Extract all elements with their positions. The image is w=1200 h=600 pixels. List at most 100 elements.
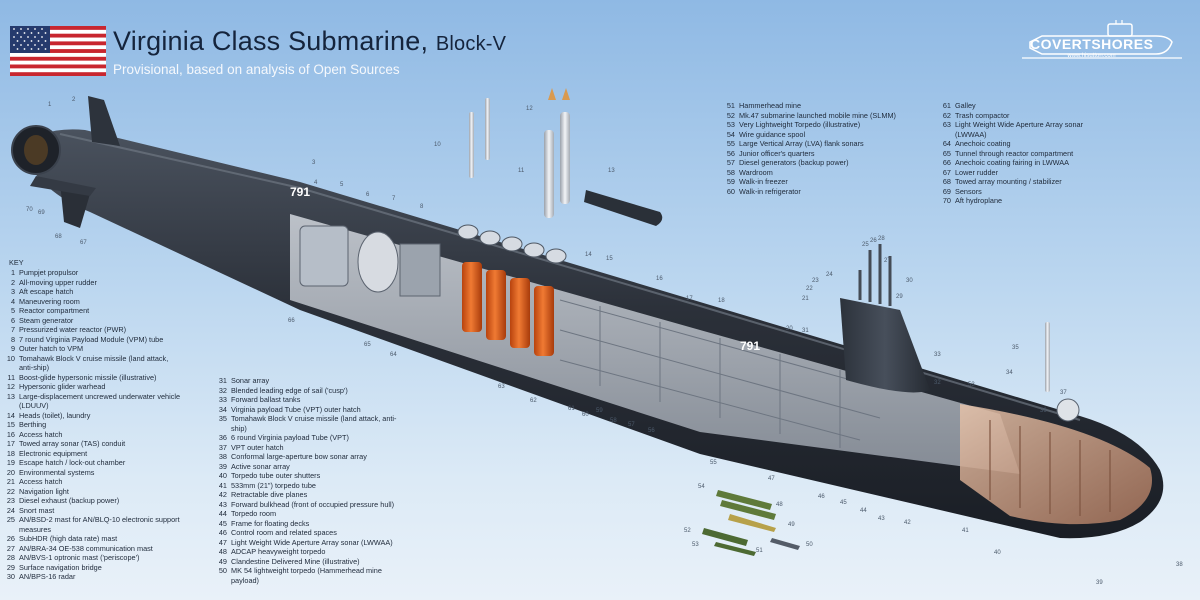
key-item-number: 44 (218, 509, 227, 518)
title-block: Virginia Class Submarine, Block-V (113, 26, 506, 57)
key-item-label: AN/BRA-34 OE-538 communication mast (19, 543, 153, 553)
key-item-label: Maneuvering room (19, 296, 80, 306)
callout-13: 13 (608, 168, 615, 174)
key-item-number: 56 (726, 148, 735, 158)
key-item-label: Tomahawk Block V cruise missile (land at… (19, 353, 169, 373)
callout-17: 17 (686, 296, 693, 302)
key-item: 27 AN/BRA-34 OE-538 communication mast (2, 544, 182, 554)
callout-14: 14 (585, 252, 592, 258)
key-item-number: 20 (6, 467, 15, 477)
key-item-number: 10 (6, 353, 15, 363)
key-item-number: 9 (10, 344, 15, 353)
key-item-label: SubHDR (high data rate) mast (19, 534, 118, 543)
key-item-number: 30 (6, 572, 15, 581)
key-item-label: Aft escape hatch (19, 287, 74, 296)
callout-55: 55 (710, 460, 717, 466)
key-item-label: Light Weight Wide Aperture Array sonar (… (231, 537, 393, 547)
callout-41: 41 (962, 528, 969, 534)
callout-1: 1 (48, 102, 52, 108)
key-item-number: 53 (726, 120, 735, 129)
key-item-label: Large-displacement uncrewed underwater v… (19, 391, 181, 411)
key-item-number: 7 (10, 325, 15, 334)
key-item-number: 54 (726, 129, 735, 139)
key-item-number: 59 (726, 177, 735, 186)
key-item-label: Electronic equipment (19, 448, 88, 458)
us-flag-icon (10, 26, 106, 76)
key-item-label: Tomahawk Block V cruise missile (land at… (231, 414, 397, 433)
callout-16: 16 (656, 276, 663, 282)
key-item-label: ADCAP heavyweight torpedo (231, 547, 326, 556)
key-item-label: AN/BSD-2 mast for AN/BLQ-10 electronic s… (19, 515, 180, 534)
key-item-number: 55 (726, 139, 735, 148)
key-item-label: Lower rudder (955, 167, 998, 177)
callout-68: 68 (55, 234, 62, 240)
key-item: 41 533mm (21") torpedo tube (214, 481, 404, 491)
callout-25: 25 (862, 242, 869, 248)
key-item-number: 58 (726, 167, 735, 177)
callout-4: 4 (314, 180, 318, 186)
callout-6: 6 (366, 192, 370, 198)
callout-23: 23 (812, 278, 819, 284)
key-item-number: 34 (218, 404, 227, 414)
callout-48: 48 (776, 502, 783, 508)
key-item-label: VPT outer hatch (231, 442, 284, 452)
key-item-number: 25 (6, 515, 15, 524)
callout-58: 58 (610, 418, 617, 424)
key-item-number: 6 (10, 315, 15, 325)
key-item-number: 14 (6, 410, 15, 420)
key-item-number: 49 (218, 556, 227, 566)
key-item-number: 46 (218, 528, 227, 537)
key-item-label: Surface navigation bridge (19, 562, 102, 572)
key-heading: KEY (9, 258, 24, 267)
callout-70: 70 (26, 207, 33, 213)
key-item-label: Blended leading edge of sail ('cusp') (231, 385, 348, 395)
key-item-number: 41 (218, 480, 227, 490)
callout-43: 43 (878, 516, 885, 522)
key-item-number: 2 (10, 277, 15, 287)
key-item-number: 31 (218, 376, 227, 385)
key-item-number: 27 (6, 543, 15, 553)
callout-15: 15 (606, 256, 613, 262)
key-item-label: 7 round Virginia Payload Module (VPM) tu… (19, 334, 164, 344)
callout-53b: 53 (968, 382, 975, 388)
key-item-label: Boost-glide hypersonic missile (illustra… (19, 372, 157, 382)
key-item-number: 65 (942, 148, 951, 158)
key-item-number: 51 (726, 101, 735, 110)
key-item-label: Diesel exhaust (backup power) (19, 496, 120, 505)
vpm-tubes (462, 262, 554, 356)
key-item-number: 67 (942, 167, 951, 177)
key-item-number: 42 (218, 490, 227, 499)
bow-section (960, 404, 1152, 525)
key-item-label: Hypersonic glider warhead (19, 382, 106, 391)
page-title: Virginia Class Submarine, Block-V (113, 26, 506, 57)
key-item-label: 533mm (21") torpedo tube (231, 480, 316, 490)
callout-69: 69 (38, 210, 45, 216)
callout-3: 3 (312, 160, 316, 166)
callout-20: 20 (786, 326, 793, 332)
callout-11: 11 (518, 168, 525, 174)
